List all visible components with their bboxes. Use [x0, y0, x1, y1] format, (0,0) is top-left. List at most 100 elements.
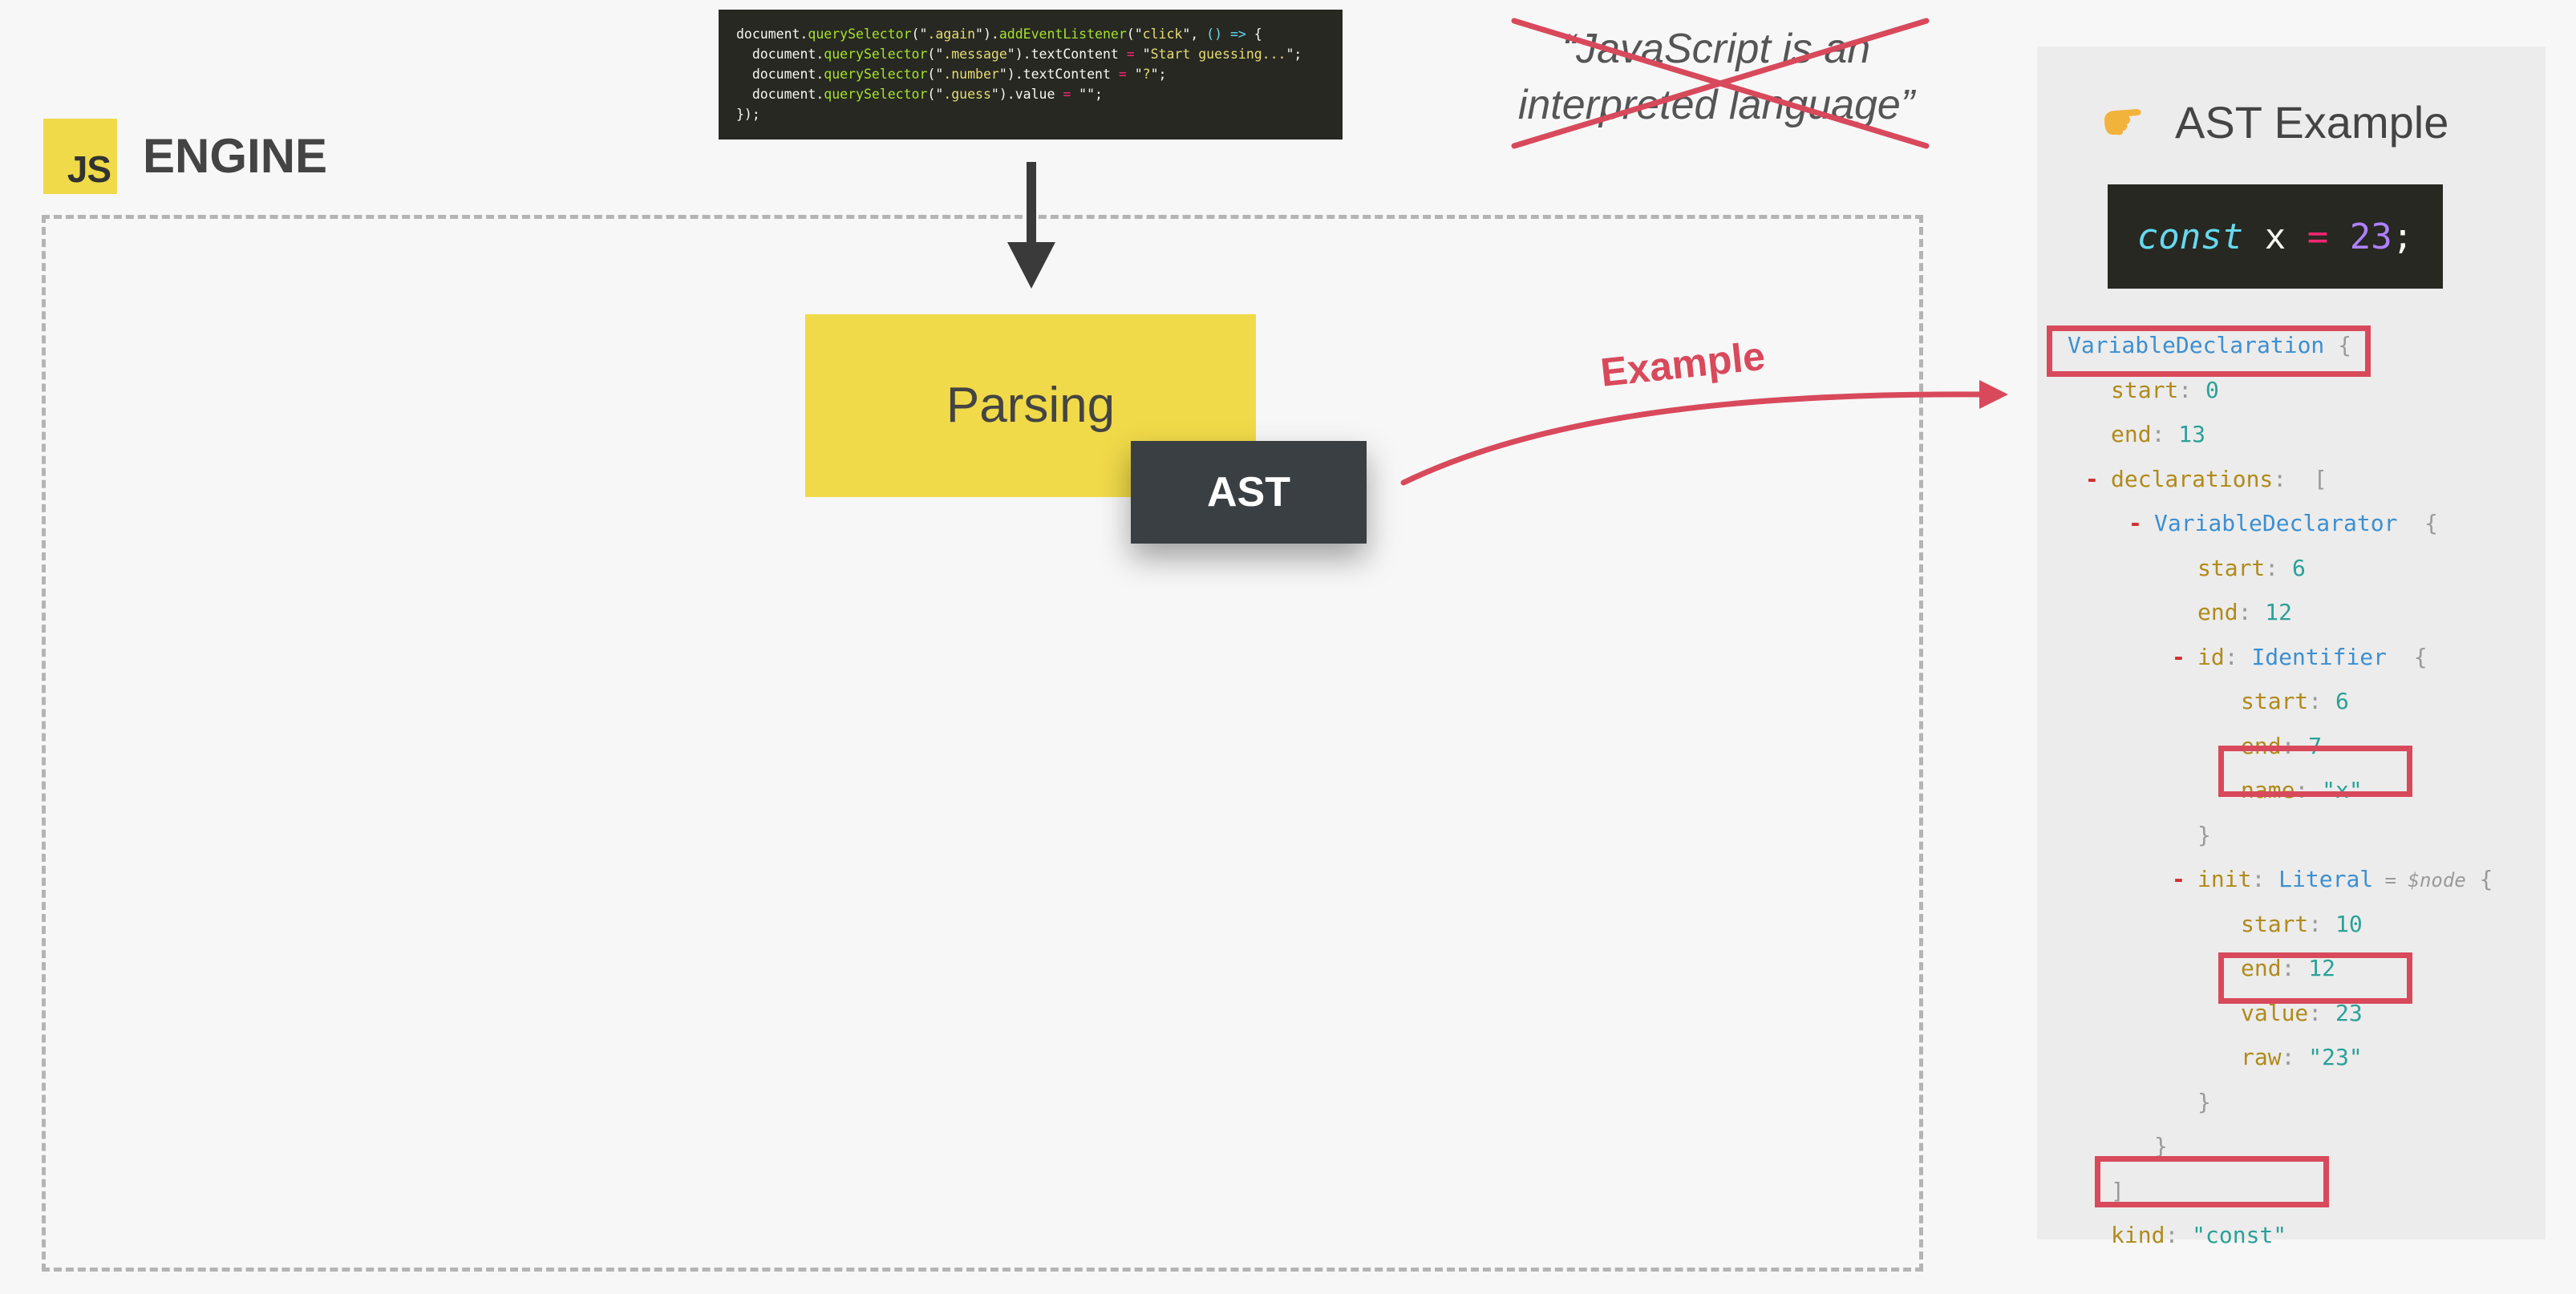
code-token: () =>	[1206, 26, 1246, 42]
ast-token: }	[2197, 1088, 2211, 1115]
curved-arrow-icon	[1400, 380, 2008, 486]
panel-title: AST Example	[2175, 97, 2449, 148]
ast-token: :	[2308, 910, 2336, 937]
ast-tree-line: start: 6	[2241, 688, 2349, 715]
ast-token: }	[2197, 821, 2211, 848]
ast-token: end	[2197, 599, 2238, 625]
arrow-down-icon	[1007, 162, 1055, 289]
ast-token: : [	[2273, 465, 2327, 492]
ast-token: {	[2397, 510, 2439, 536]
ast-token: :	[2165, 1222, 2193, 1248]
cross-out-icon	[1511, 18, 1930, 149]
ast-tree-line: -id: Identifier {	[2172, 643, 2428, 671]
ast-token: 0	[2205, 376, 2219, 403]
ast-token: :	[2308, 688, 2336, 714]
code-token: "	[1126, 67, 1143, 82]
code-token: .number	[943, 67, 999, 82]
code-keyword: const	[2137, 216, 2244, 257]
ast-token: :	[2265, 554, 2293, 581]
code-snippet: document.querySelector(".again").addEven…	[719, 10, 1343, 140]
ast-token: {	[2324, 332, 2352, 358]
ast-tree-line: }	[2197, 822, 2211, 849]
code-token: ").textContent	[998, 67, 1119, 82]
ast-token: VariableDeclarator	[2154, 510, 2398, 536]
ast-tree-line: name: "x"	[2241, 777, 2363, 804]
code-line: });	[736, 104, 1325, 124]
ast-label: AST	[1207, 469, 1290, 516]
js-logo-text: JS	[67, 148, 111, 190]
ast-token: start	[2197, 554, 2266, 581]
code-token: ("	[1126, 26, 1143, 42]
ast-tree-line: start: 0	[2111, 377, 2219, 404]
code-token: ",	[1182, 26, 1207, 42]
engine-boundary	[42, 215, 1923, 1272]
code-token: =	[1126, 47, 1135, 62]
highlight-name	[2218, 746, 2412, 797]
js-logo: JS	[43, 119, 117, 194]
ast-token: kind	[2111, 1222, 2165, 1248]
ast-token: :	[2151, 421, 2179, 447]
code-token: .guess	[943, 87, 991, 102]
code-token: document.	[736, 87, 824, 102]
ast-token: Identifier	[2251, 643, 2388, 670]
ast-token: = $node	[2373, 869, 2466, 892]
crossed-quote: “JavaScript is an interpreted language”	[1508, 21, 1925, 133]
code-token: ("	[927, 67, 944, 82]
highlight-value	[2218, 952, 2412, 1004]
parsing-label: Parsing	[946, 378, 1116, 433]
ast-token: "23"	[2308, 1044, 2363, 1070]
ast-tree-line: end: 12	[2241, 955, 2335, 982]
ast-tree-line: end: 12	[2197, 599, 2292, 626]
ast-token: ]	[2111, 1177, 2124, 1204]
ast-token: :	[2308, 999, 2336, 1026]
code-token: "";	[1071, 87, 1103, 102]
code-token: ";	[1286, 47, 1302, 62]
code-token: });	[736, 107, 760, 122]
ast-token: :	[2238, 599, 2266, 625]
code-token: ("	[911, 26, 928, 42]
ast-token: {	[2387, 643, 2428, 670]
code-token: querySelector	[824, 47, 928, 62]
collapse-toggle[interactable]: -	[2172, 866, 2185, 892]
code-token: ").textContent	[1007, 47, 1127, 62]
ast-tree-line: }	[2154, 1133, 2168, 1160]
ast-token: 23	[2335, 999, 2363, 1026]
ast-tree-line: end: 13	[2111, 421, 2205, 448]
pointing-hand-icon	[2104, 109, 2141, 135]
code-line: document.querySelector(".message").textC…	[736, 44, 1325, 64]
code-token: ").	[975, 26, 999, 42]
ast-tree-line: value: 23	[2241, 1000, 2363, 1027]
collapse-toggle[interactable]: -	[2172, 643, 2185, 670]
ast-token: :	[2251, 866, 2279, 892]
ast-token: "const"	[2192, 1222, 2287, 1248]
code-token: =	[1063, 87, 1071, 102]
code-token: document.	[736, 47, 824, 62]
code-token: ").value	[990, 87, 1063, 102]
code-token: document.	[736, 26, 808, 42]
collapse-toggle[interactable]: -	[2128, 510, 2142, 536]
ast-token: start	[2241, 910, 2309, 937]
ast-tree-line: }	[2197, 1089, 2211, 1116]
const-code-box: const x = 23;	[2108, 184, 2443, 289]
ast-tree-line: raw: "23"	[2241, 1044, 2363, 1071]
ast-token: VariableDeclaration	[2068, 332, 2325, 358]
ast-tree-line: -VariableDeclarator {	[2128, 510, 2439, 537]
ast-token: :	[2281, 1044, 2309, 1070]
collapse-toggle[interactable]: -	[2085, 465, 2099, 492]
ast-token: init	[2197, 866, 2252, 892]
code-token: Start guessing...	[1150, 47, 1286, 62]
code-token: ("	[927, 87, 944, 102]
ast-token: name	[2241, 777, 2295, 803]
ast-tree-line: -declarations: [	[2085, 465, 2327, 493]
highlight-kind	[2095, 1156, 2329, 1207]
ast-token: :	[2281, 955, 2309, 981]
code-token: ";	[1150, 67, 1167, 82]
ast-token: value	[2241, 999, 2309, 1026]
code-token: ?	[1142, 67, 1151, 82]
ast-box: AST	[1131, 441, 1367, 544]
ast-token: "x"	[2322, 777, 2363, 803]
ast-token: 13	[2178, 421, 2206, 447]
ast-token: start	[2111, 376, 2179, 403]
code-line: document.querySelector(".number").textCo…	[736, 64, 1325, 84]
code-token: ("	[927, 47, 944, 62]
